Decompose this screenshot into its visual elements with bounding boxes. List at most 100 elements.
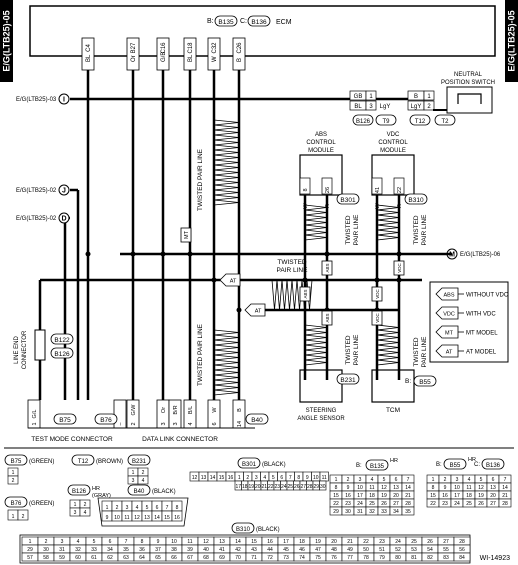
junction-dot [302,277,308,283]
coil-segment [304,359,328,366]
tcm-label: TCM [386,407,400,414]
coil-segment [304,229,328,236]
module-pin-number: 22 [397,187,403,193]
b310-r3-pin: 81 [411,555,417,561]
coil-segment [271,279,278,311]
ecm-pin-color: Or [131,55,137,62]
b301-c-pin: 25 [287,484,293,490]
b135-pin: 32 [369,509,375,515]
b135-pin: 28 [405,501,411,507]
conn-oval [4,454,28,466]
data-link-pin-number: 3 [161,422,167,425]
legend-tag-text: VDC [443,312,455,318]
b76-pin: 1 [12,514,15,520]
tcm-connector: B55 [419,379,431,386]
ns-pin-color: LgY [411,104,422,110]
b310-r3-pin: 72 [267,555,273,561]
coil-segment [213,184,240,191]
b310-r3-pin: 69 [219,555,225,561]
module-pin-number: 8 [303,188,309,191]
module-pin-box [321,177,333,195]
b310-r3-pin: 70 [235,555,241,561]
b310-r2-pin: 31 [59,547,65,553]
b40-pin: 13 [144,515,150,521]
b310-r3-pin: 62 [107,555,113,561]
twisted-steer-1: TWISTED [345,335,352,365]
ecm-connector-b135: B135 [218,19,234,26]
figure-id: WI-14923 [480,555,510,562]
b40-pin: 10 [114,515,120,521]
coil-segment [213,154,240,161]
b310-r2-pin: 38 [171,547,177,553]
b136-pin: 12 [478,485,484,491]
b40-pin: 9 [106,515,109,521]
b136-pin: 3 [456,477,459,483]
coil-segment [213,374,240,381]
b310-r2-pin: 30 [43,547,49,553]
b310-r1-pin: 20 [331,539,337,545]
b310-r3-pin: 79 [379,555,385,561]
mt-tag-text: MT [184,230,190,239]
module-pin-number: 26 [325,187,331,193]
junction-dot [160,251,166,257]
ecm-pin-number: C26 [237,42,243,54]
b310-r2-pin: 49 [347,547,353,553]
b301-c-pin: 30 [320,484,326,490]
b136-pin: 27 [490,501,496,507]
neutral-switch-box [446,86,493,114]
ecm-pin-box [81,37,95,71]
module-mark [321,260,333,276]
b75-oval [53,413,77,425]
b301-a-pin: 13 [201,475,207,481]
b310-r1-pin: 12 [203,539,209,545]
b310-r2-pin: 47 [315,547,321,553]
b135-pin: 3 [359,477,362,483]
coil-segment [304,339,328,346]
twisted-abs-1: TWISTED [345,215,352,245]
b310-r1-pin: 8 [141,539,144,545]
b310-r3-pin: 83 [443,555,449,561]
b310-r3-pin: 57 [27,555,33,561]
test-mode-pin-color: G/L [32,410,38,419]
ns-connector-oval [375,114,397,126]
b310-r3-pin: 75 [315,555,321,561]
b135-pin: 17 [357,493,363,499]
conn-oval [127,454,151,466]
line-end-conn2: B126 [54,351,70,358]
b136-pin: 10 [454,485,460,491]
b135-prefix: B: [356,463,362,469]
b310-r2-pin: 37 [155,547,161,553]
b310-r2-pin: 56 [459,547,465,553]
condition-tag-text: AT [255,309,262,315]
b136-cell [498,498,512,508]
b310-r1-pin: 13 [219,539,225,545]
ref-tag: J [62,188,66,195]
ecm-pin-number: B27 [131,42,137,53]
module-mark [321,310,333,326]
b310-r2-pin: 46 [299,547,305,553]
coil-segment [376,349,400,356]
coil-segment [213,329,240,336]
b136-pin: 2 [444,477,447,483]
twisted-pair-label-2: TWISTED PAIR LINE [197,323,204,386]
steering-conn-oval [336,373,360,385]
twisted-vdc-2: PAIR LINE [421,214,428,246]
module-mark [371,286,383,302]
module-mark-text: ABS [303,289,308,298]
b40-pin: 14 [154,515,160,521]
b135-pin: 25 [369,501,375,507]
ecm-conn1-oval [214,15,238,27]
module-pin-box [393,177,405,195]
data-link-pin-number: 14 [237,421,243,427]
b310-r3-pin: 68 [203,555,209,561]
junction-dot [236,307,242,313]
b76-cell [17,509,29,521]
ecm-pin-number: C18 [188,42,194,54]
b75-cell [7,475,19,485]
coil-segment [376,209,400,216]
section-tab-left: E/G(LTB25)-05 [0,0,13,82]
conn-oval [71,454,95,466]
steering-box [299,369,343,403]
b310-r1-pin: 22 [363,539,369,545]
